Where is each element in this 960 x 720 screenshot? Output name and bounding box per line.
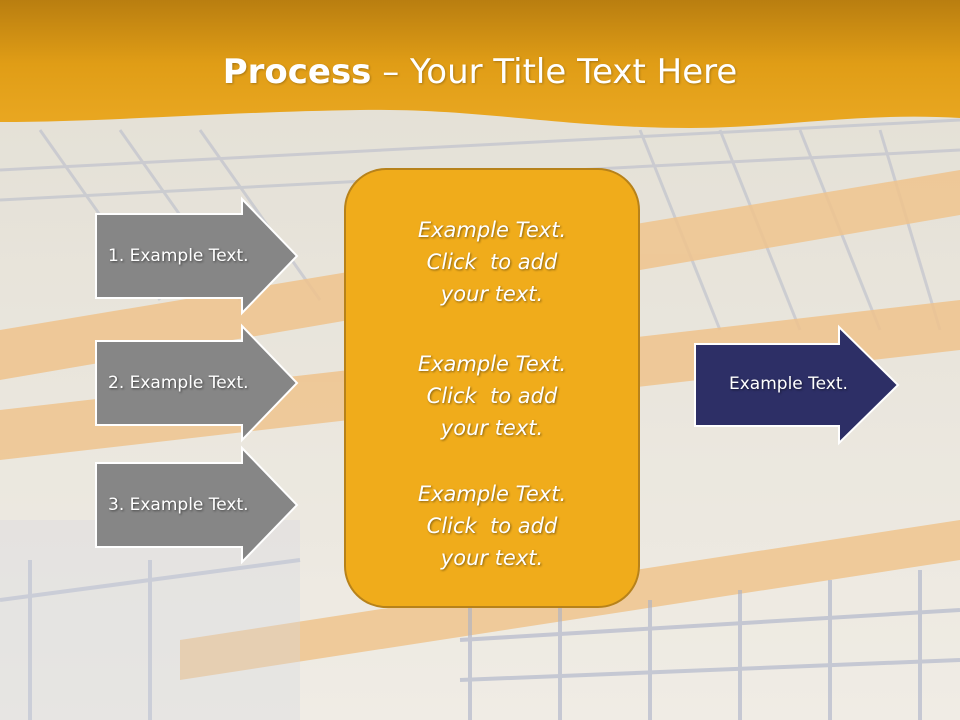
block-3-line-3: your text.: [440, 546, 544, 570]
process-text-block-3[interactable]: Example Text. Click to add your text.: [346, 478, 638, 574]
process-text-block-1[interactable]: Example Text. Click to add your text.: [346, 214, 638, 310]
input-arrow-1[interactable]: [95, 196, 299, 316]
input-arrow-2[interactable]: [95, 323, 299, 443]
output-arrow-label: Example Text.: [729, 374, 848, 394]
input-arrow-1-label: 1. Example Text.: [108, 246, 249, 266]
input-arrow-3-label: 3. Example Text.: [108, 495, 249, 515]
block-1-line-2: Click to add: [426, 250, 558, 274]
output-arrow[interactable]: [694, 324, 900, 446]
slide-title[interactable]: Process – Your Title Text Here: [0, 52, 960, 92]
block-1-line-1: Example Text.: [417, 218, 567, 242]
process-box[interactable]: Example Text. Click to add your text. Ex…: [344, 168, 640, 608]
process-text-block-2[interactable]: Example Text. Click to add your text.: [346, 348, 638, 444]
input-arrow-2-label: 2. Example Text.: [108, 373, 249, 393]
block-2-line-3: your text.: [440, 416, 544, 440]
block-3-line-2: Click to add: [426, 514, 558, 538]
block-3-line-1: Example Text.: [417, 482, 567, 506]
block-2-line-1: Example Text.: [417, 352, 567, 376]
title-bold: Process: [222, 52, 372, 92]
input-arrow-3[interactable]: [95, 445, 299, 565]
block-2-line-2: Click to add: [426, 384, 558, 408]
block-1-line-3: your text.: [440, 282, 544, 306]
title-rest: – Your Title Text Here: [371, 52, 738, 92]
